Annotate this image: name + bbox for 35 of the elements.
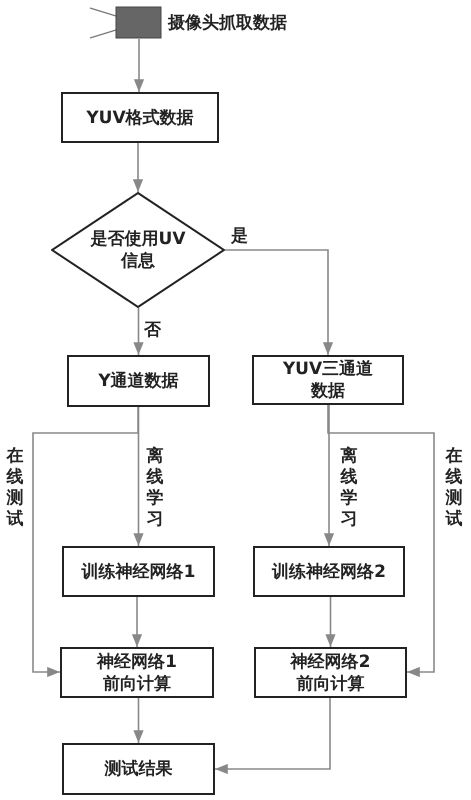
node-label: 训练神经网络2 — [272, 560, 386, 582]
arrow — [327, 405, 435, 678]
node-label: YUV格式数据 — [85, 106, 195, 128]
edge-label: 离线学习 — [146, 446, 164, 530]
edge-label: 离线学习 — [340, 446, 358, 530]
arrow — [133, 407, 144, 546]
process-box — [252, 355, 404, 405]
arrow — [133, 698, 144, 743]
arrow — [215, 698, 331, 774]
process-box — [62, 743, 215, 795]
arrow — [134, 39, 144, 92]
edge-label: 否 — [144, 320, 161, 340]
edge-label: 是 — [231, 226, 248, 246]
process-box — [62, 546, 215, 597]
arrow — [32, 407, 139, 678]
node-label: 训练神经网络1 — [82, 560, 196, 582]
node-label: 是否使用UV信息 — [90, 228, 186, 272]
node-label: 测试结果 — [104, 758, 174, 780]
node-label: YUV三通道数据 — [282, 358, 374, 402]
node-label: 神经网络2前向计算 — [289, 650, 372, 694]
process-box — [67, 355, 210, 407]
node-label: 神经网络1前向计算 — [96, 650, 178, 694]
arrow — [132, 143, 144, 192]
arrow — [324, 405, 334, 546]
arrow — [132, 597, 142, 647]
arrow — [225, 249, 334, 355]
arrow — [133, 308, 144, 355]
decision-diamond — [51, 192, 225, 308]
process-box — [60, 647, 214, 698]
process-box — [253, 546, 405, 597]
node-label: Y通道数据 — [97, 370, 180, 392]
process-box — [61, 92, 219, 143]
process-box — [254, 647, 407, 698]
source-label: 摄像头抓取数据 — [166, 12, 287, 34]
arrow — [325, 597, 336, 647]
